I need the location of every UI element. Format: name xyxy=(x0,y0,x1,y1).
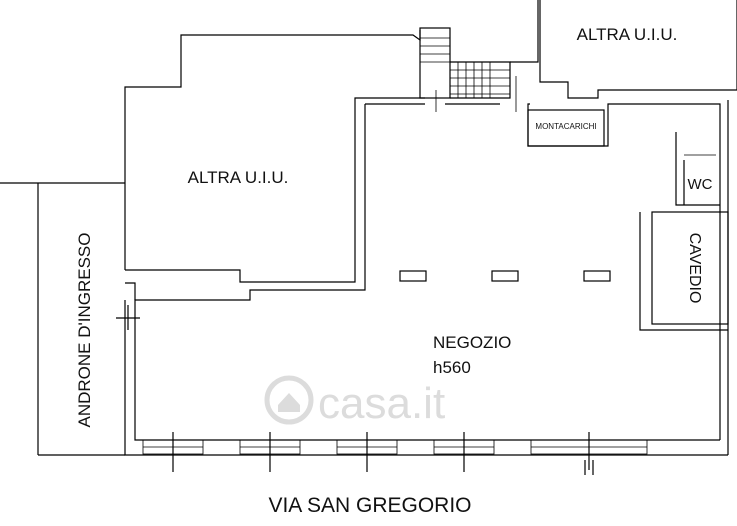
pillar xyxy=(399,270,427,282)
wc-room: WC xyxy=(675,132,720,206)
pillars xyxy=(399,270,611,282)
montacarichi-box: MONTACARICHI xyxy=(527,109,605,147)
altra-uiu-top-room xyxy=(510,0,737,99)
pillar xyxy=(583,270,611,282)
cavedio-room: CAVEDIO xyxy=(639,211,729,331)
altra-uiu-left-room xyxy=(124,30,425,283)
androne-label: ANDRONE D'INGRESSO xyxy=(75,233,94,428)
cavedio-label: CAVEDIO xyxy=(686,233,703,304)
pillar xyxy=(491,270,519,282)
wc-label: WC xyxy=(688,176,713,193)
left-door xyxy=(116,305,140,330)
shop-windows xyxy=(142,432,648,475)
ceiling-height-label: h560 xyxy=(433,358,471,377)
androne-corridor xyxy=(0,182,125,456)
negozio-label: NEGOZIO xyxy=(433,333,511,352)
montacarichi-label: MONTACARICHI xyxy=(535,122,596,131)
altra-uiu-top-label: ALTRA U.I.U. xyxy=(577,25,678,44)
street-name: VIA SAN GREGORIO xyxy=(268,494,471,517)
staircase xyxy=(419,27,517,112)
watermark-house-icon xyxy=(264,375,314,425)
watermark-text: casa.it xyxy=(318,379,445,428)
altra-uiu-left-label: ALTRA U.I.U. xyxy=(188,168,289,187)
watermark: casa.it xyxy=(264,375,445,428)
